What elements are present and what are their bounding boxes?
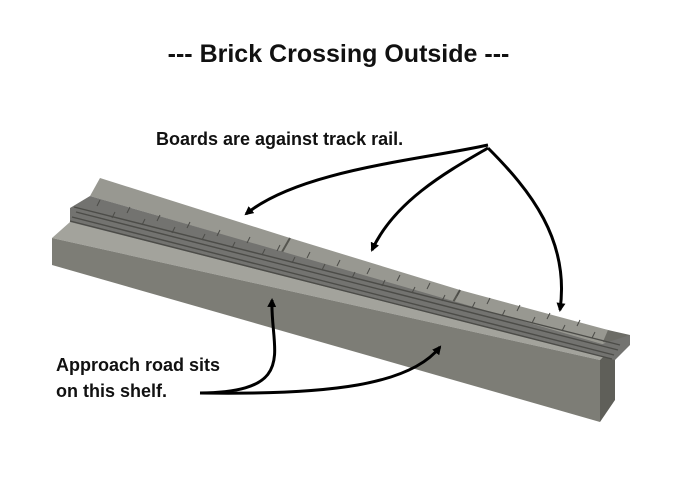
arrow-to-shelf-2 xyxy=(199,345,442,395)
arrow-to-shelf-1 xyxy=(199,298,277,395)
board-2 xyxy=(282,238,460,304)
approach-annotation-line-1: Approach road sits xyxy=(56,355,221,375)
diagram-title: --- Brick Crossing Outside --- xyxy=(167,40,510,68)
board-3 xyxy=(452,290,608,344)
board-seam-1 xyxy=(281,237,291,253)
shelf-front-face xyxy=(52,238,600,422)
brick-row-line xyxy=(71,216,615,356)
brick-row-line xyxy=(75,211,619,351)
brick-row-line xyxy=(73,206,621,346)
brick-surface xyxy=(70,196,630,360)
arrow-to-board-1 xyxy=(244,143,489,216)
arrow-to-board-2 xyxy=(370,146,489,252)
brick-joints xyxy=(96,199,596,339)
arrow-to-board-3 xyxy=(486,146,566,312)
brick-row-line xyxy=(69,220,613,360)
approach-annotation: Approach road sits on this shelf. xyxy=(56,352,220,404)
board-1 xyxy=(90,178,290,252)
boards-annotation: Boards are against track rail. xyxy=(156,129,404,149)
approach-annotation-line-2: on this shelf. xyxy=(56,381,168,401)
shelf-end-face xyxy=(600,345,615,422)
brick-rows xyxy=(69,206,621,360)
shelf-top-surface xyxy=(52,222,615,360)
